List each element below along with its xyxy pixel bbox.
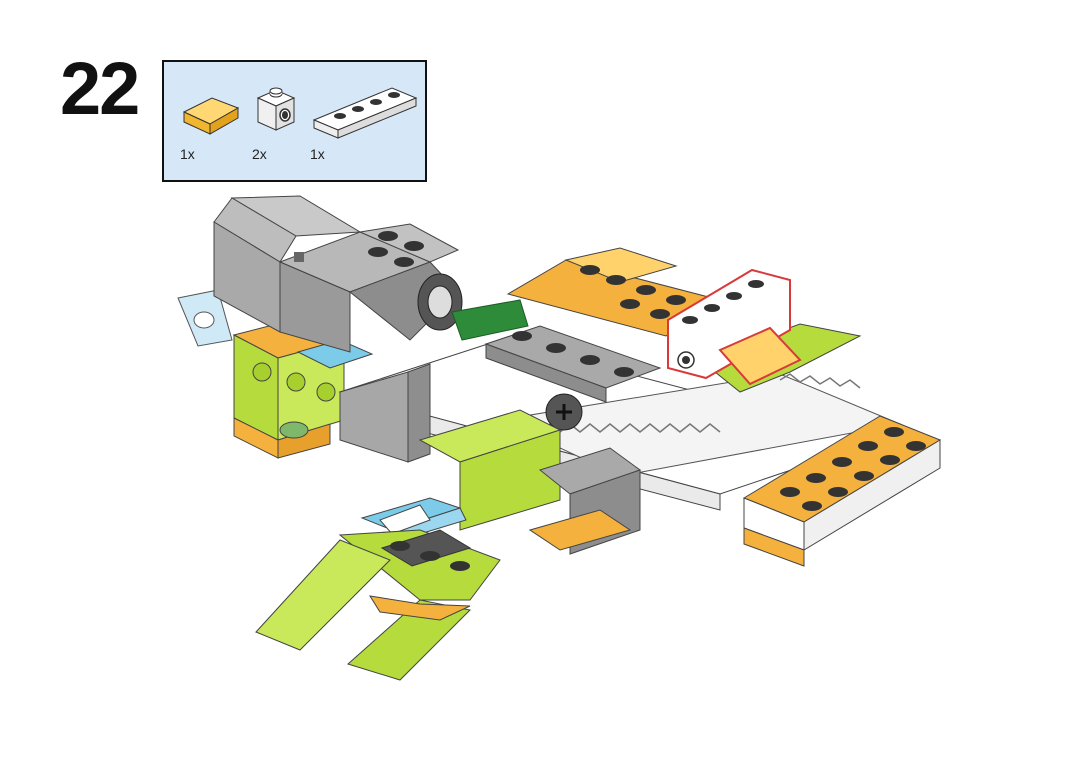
light-blue-connector-left: [177, 289, 233, 347]
motor-icon: [213, 195, 463, 353]
gray-plate-top: [484, 325, 662, 403]
parts-list-box: 1x 2x 1x: [162, 60, 427, 182]
green-axle: [451, 299, 529, 341]
part-yellow-slope-icon: [178, 90, 242, 138]
center-lower-structure: [418, 409, 642, 555]
gear-icon: [545, 393, 583, 431]
right-orange-plate: [742, 415, 942, 567]
part-count-1: 1x: [180, 146, 195, 162]
part-white-brick-icon: [252, 84, 300, 140]
part-count-2: 2x: [252, 146, 267, 162]
part-white-plate-icon: [310, 76, 420, 142]
new-white-brick-highlight: [667, 268, 802, 386]
front-claw: [255, 497, 501, 681]
part-count-3: 1x: [310, 146, 325, 162]
step-number: 22: [60, 47, 140, 130]
